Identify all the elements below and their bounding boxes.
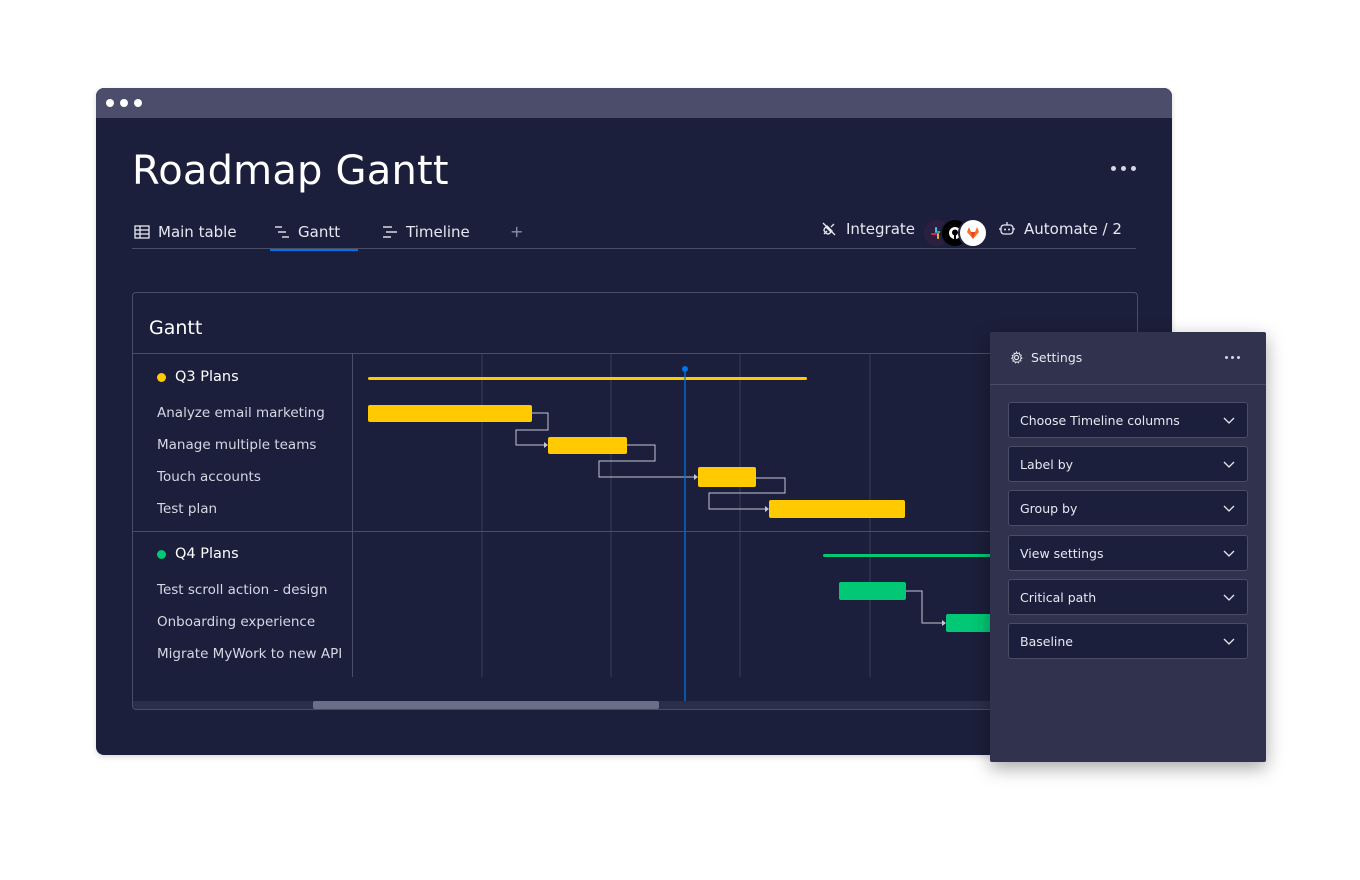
settings-panel: Settings Choose Timeline columns Label b… (990, 332, 1266, 762)
integration-logos (922, 218, 988, 248)
dropdown-label: View settings (1020, 546, 1104, 561)
chevron-down-icon (1223, 461, 1235, 468)
horizontal-scrollbar[interactable] (133, 701, 1137, 709)
group-color-dot (157, 549, 166, 559)
settings-header: Settings (990, 332, 1266, 385)
dependency-arrow (708, 477, 786, 510)
page-title: Roadmap Gantt (132, 148, 449, 194)
integrate-button[interactable]: Integrate (820, 220, 915, 238)
more-options-button[interactable] (1111, 166, 1136, 171)
window-dot-icon (134, 99, 142, 107)
dropdown-critical-path[interactable]: Critical path (1008, 579, 1248, 615)
task-bar[interactable] (698, 467, 756, 487)
dependency-arrow (515, 412, 549, 446)
window-titlebar (96, 88, 1172, 118)
integrate-label: Integrate (846, 220, 916, 238)
tab-main-table[interactable]: Main table (134, 220, 237, 244)
task-bar[interactable] (769, 500, 905, 518)
task-label[interactable]: Onboarding experience (157, 614, 316, 630)
arrow-head (942, 620, 946, 626)
dropdown-group-by[interactable]: Group by (1008, 490, 1248, 526)
dropdown-timeline-columns[interactable]: Choose Timeline columns (1008, 402, 1248, 438)
settings-title-text: Settings (1031, 350, 1083, 365)
task-label[interactable]: Analyze email marketing (157, 405, 325, 421)
plug-icon (822, 222, 836, 236)
gantt-icon (275, 226, 289, 238)
dropdown-label: Baseline (1020, 634, 1073, 649)
dropdown-label-by[interactable]: Label by (1008, 446, 1248, 482)
gantt-title: Gantt (149, 317, 203, 339)
timeline-icon (383, 226, 397, 238)
settings-more-button[interactable] (1225, 356, 1240, 359)
task-bar[interactable] (839, 582, 906, 600)
group-bar-q3 (368, 377, 807, 380)
dropdown-label: Group by (1020, 501, 1078, 516)
task-label[interactable]: Test scroll action - design (157, 582, 328, 598)
arrow-head (694, 474, 698, 480)
chevron-down-icon (1223, 550, 1235, 557)
gantt-chart (368, 354, 1137, 709)
table-icon (134, 225, 150, 239)
task-label[interactable]: Manage multiple teams (157, 437, 317, 453)
chevron-down-icon (1223, 594, 1235, 601)
robot-icon (999, 222, 1015, 235)
task-label[interactable]: Test plan (157, 501, 218, 517)
tab-label: Main table (158, 223, 237, 241)
dependency-arrow (598, 444, 694, 478)
add-view-button[interactable]: + (510, 222, 524, 241)
view-tabs: Main table Gantt Timeline + Integ (132, 216, 1136, 251)
group-header-q3[interactable]: Q3 Plans (157, 369, 239, 385)
group-color-dot (157, 372, 166, 382)
group-header-q4[interactable]: Q4 Plans (157, 546, 239, 562)
dropdown-view-settings[interactable]: View settings (1008, 535, 1248, 571)
task-bar[interactable] (548, 437, 627, 454)
today-marker (682, 366, 688, 372)
tab-timeline[interactable]: Timeline (382, 220, 470, 244)
task-bar[interactable] (368, 405, 532, 422)
dependency-arrow (906, 590, 942, 624)
task-label[interactable]: Touch accounts (157, 469, 261, 485)
chevron-down-icon (1223, 505, 1235, 512)
task-label[interactable]: Migrate MyWork to new API (157, 646, 343, 662)
group-separator (133, 531, 993, 532)
settings-title: Settings (1010, 350, 1082, 365)
tab-gantt[interactable]: Gantt (269, 220, 359, 251)
chevron-down-icon (1223, 417, 1235, 424)
automate-button[interactable]: Automate / 2 (998, 220, 1122, 238)
arrow-head (544, 442, 548, 448)
window-dot-icon (120, 99, 128, 107)
group-name: Q4 Plans (175, 546, 239, 562)
gear-icon (1010, 351, 1023, 364)
group-name: Q3 Plans (175, 369, 239, 385)
gantt-panel: Gantt (132, 292, 1138, 710)
dropdown-label: Critical path (1020, 590, 1097, 605)
window-dot-icon (106, 99, 114, 107)
arrow-head (765, 506, 769, 512)
dropdown-baseline[interactable]: Baseline (1008, 623, 1248, 659)
scrollbar-thumb[interactable] (313, 701, 659, 709)
dropdown-label: Label by (1020, 457, 1074, 472)
tab-label: Timeline (406, 223, 470, 241)
tab-label: Gantt (298, 223, 341, 241)
chevron-down-icon (1223, 638, 1235, 645)
dropdown-label: Choose Timeline columns (1020, 413, 1180, 428)
task-label-column (133, 354, 353, 677)
gitlab-icon (958, 218, 988, 248)
divider (133, 353, 1137, 354)
automate-label: Automate / 2 (1024, 220, 1122, 238)
